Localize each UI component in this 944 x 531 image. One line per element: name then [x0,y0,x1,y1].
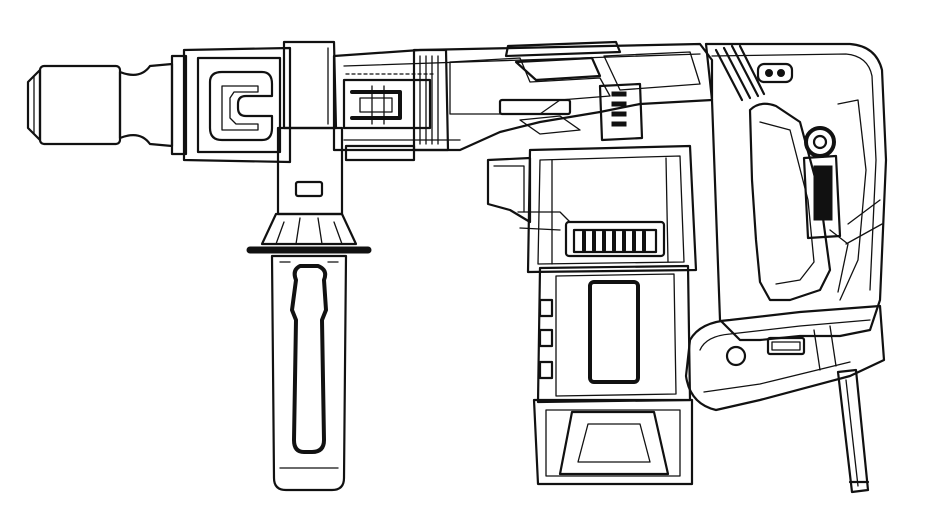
gear-housing [182,46,292,164]
ribbed-grip [714,44,766,102]
sds-chuck [26,54,188,156]
barrel-body [332,40,714,162]
vent-grille [564,220,666,258]
rear-handle [704,42,888,342]
motor-housing [486,144,698,486]
handle-lower-arm [684,304,886,412]
trigger-switch [802,126,842,240]
auxiliary-side-handle [246,40,372,492]
brand-logo-icon [756,62,794,84]
power-cord [836,368,870,494]
